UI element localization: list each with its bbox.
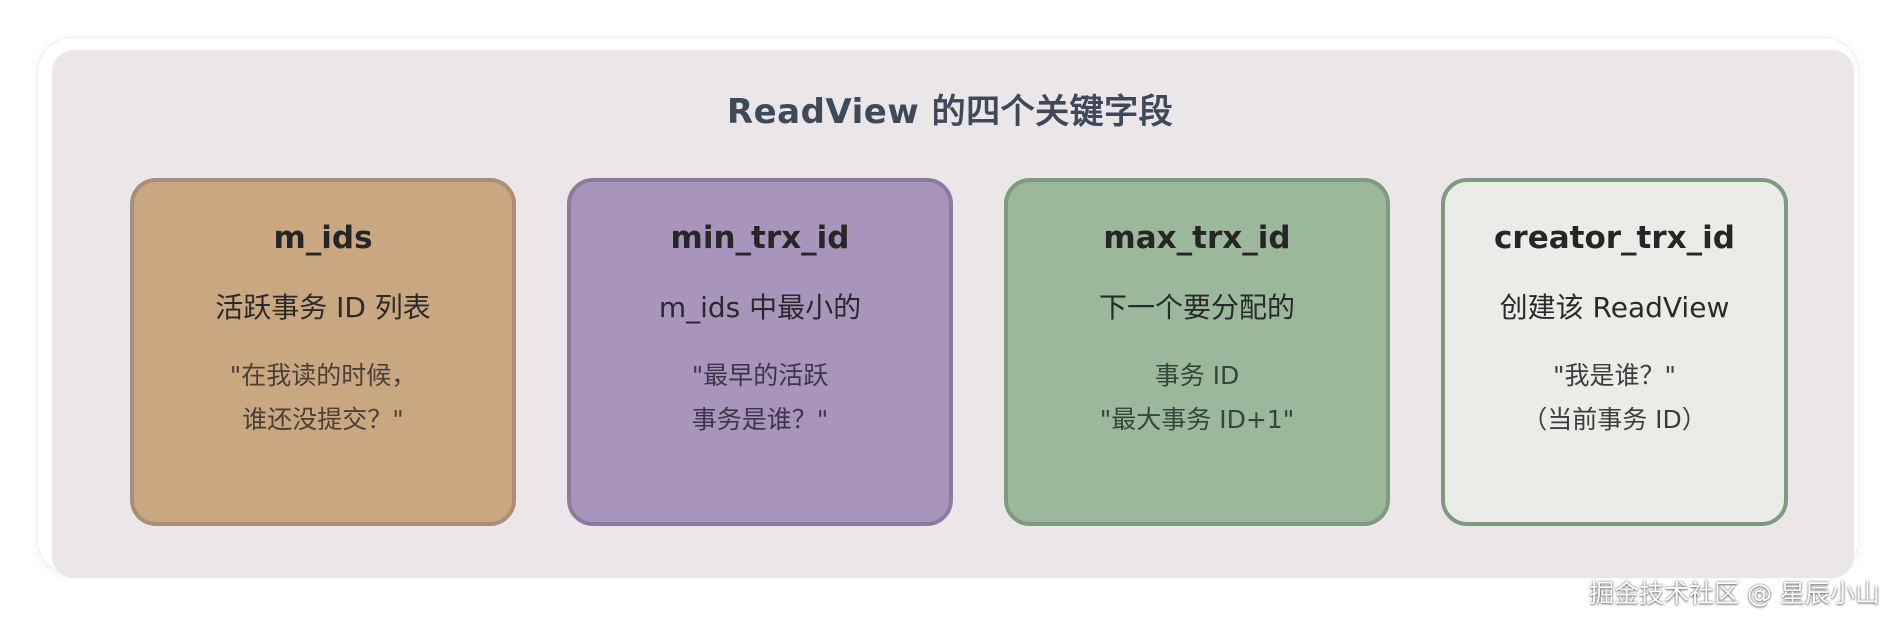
field-description-line: 事务是谁？" [691, 405, 829, 434]
field-description-line: 事务 ID [1154, 361, 1240, 390]
field-card-min-trx-id: min_trx_id m_ids 中最小的 "最早的活跃 事务是谁？" [567, 178, 953, 526]
field-subtitle: 创建该 ReadView [1499, 291, 1730, 324]
field-name: creator_trx_id [1494, 220, 1735, 256]
field-description: "我是谁？" （当前事务 ID） [1445, 354, 1784, 442]
field-subtitle: m_ids 中最小的 [658, 291, 862, 324]
field-card-max-trx-id: max_trx_id 下一个要分配的 事务 ID "最大事务 ID+1" [1004, 178, 1390, 526]
field-description-line: （当前事务 ID） [1522, 405, 1707, 434]
field-subtitle: 活跃事务 ID 列表 [215, 291, 431, 324]
field-subtitle: 下一个要分配的 [1098, 291, 1295, 324]
field-description-line: 谁还没提交？" [242, 405, 404, 434]
field-description: 事务 ID "最大事务 ID+1" [1008, 354, 1386, 442]
field-description-line: "在我读的时候， [229, 361, 417, 390]
field-description-line: "我是谁？" [1553, 361, 1676, 390]
field-card-creator-trx-id: creator_trx_id 创建该 ReadView "我是谁？" （当前事务… [1441, 178, 1788, 526]
field-description: "在我读的时候， 谁还没提交？" [134, 354, 512, 442]
field-card-m-ids: m_ids 活跃事务 ID 列表 "在我读的时候， 谁还没提交？" [130, 178, 516, 526]
field-description: "最早的活跃 事务是谁？" [571, 354, 949, 442]
diagram-title: ReadView 的四个关键字段 [726, 92, 1174, 132]
field-description-line: "最早的活跃 [691, 361, 829, 390]
watermark: 掘金技术社区 @ 星辰小山 [1589, 579, 1880, 608]
field-name: min_trx_id [670, 220, 850, 256]
field-name: m_ids [273, 220, 373, 256]
field-description-line: "最大事务 ID+1" [1099, 405, 1295, 434]
field-name: max_trx_id [1103, 220, 1291, 256]
